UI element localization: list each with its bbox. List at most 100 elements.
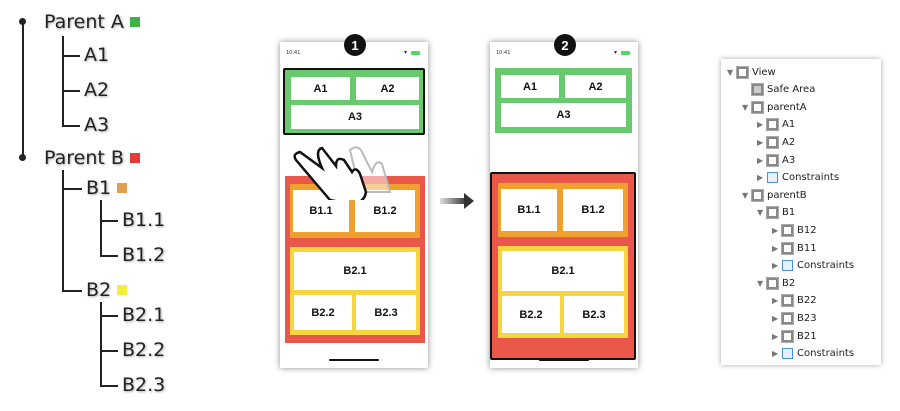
constraints-icon [782, 260, 793, 272]
home-indicator [539, 358, 589, 361]
disclosure-open-icon[interactable]: ▼ [742, 102, 749, 112]
box-b2-1[interactable]: B2.1 [502, 251, 624, 291]
hierarchy-row[interactable]: Safe Area [742, 82, 815, 98]
disclosure-closed-icon[interactable]: ▶ [772, 296, 779, 306]
disclosure-closed-icon[interactable]: ▶ [757, 137, 764, 147]
hierarchy-row-label: B22 [797, 295, 817, 307]
home-indicator [329, 358, 379, 361]
box-a1[interactable]: A1 [501, 75, 559, 98]
view-icon [766, 153, 779, 167]
hierarchy-row-label: View [752, 66, 776, 78]
box-a3[interactable]: A3 [501, 103, 626, 127]
box-a3[interactable]: A3 [291, 105, 419, 129]
node-b1-2: B1.2 [122, 244, 166, 266]
box-b1-1[interactable]: B1.1 [501, 189, 557, 231]
hierarchy-row[interactable]: ▶A3 [757, 152, 795, 168]
box-a2[interactable]: A2 [565, 75, 626, 98]
node-a3: A3 [84, 114, 110, 136]
hierarchy-row-label: parentA [767, 101, 807, 113]
box-b2-2[interactable]: B2.2 [502, 296, 560, 333]
hierarchy-row[interactable]: ▶ Constraints [772, 346, 854, 362]
view-icon [766, 276, 779, 290]
parent-b-view[interactable]: B1.1 B1.2 B2.1 B2.2 B2.3 [490, 172, 636, 360]
node-a1: A1 [84, 44, 110, 66]
box-b2-3[interactable]: B2.3 [564, 296, 624, 333]
hierarchy-row-label: Constraints [782, 172, 840, 184]
disclosure-closed-icon[interactable]: ▶ [772, 349, 779, 359]
hierarchy-row-label: Constraints [797, 348, 855, 360]
disclosure-open-icon[interactable]: ▼ [757, 208, 764, 218]
hierarchy-row-label: B21 [797, 330, 817, 342]
bullet [19, 18, 26, 25]
b2-view[interactable]: B2.1 B2.2 B2.3 [498, 246, 628, 338]
box-b1-2[interactable]: B1.2 [563, 189, 623, 231]
disclosure-closed-icon[interactable]: ▶ [772, 261, 779, 271]
disclosure-closed-icon[interactable]: ▶ [757, 120, 764, 130]
b1-view[interactable]: B1.1 B1.2 [290, 184, 420, 238]
drag-hand-icon [293, 146, 392, 200]
battery-icon [411, 51, 420, 55]
view-icon [766, 206, 779, 220]
view-icon [781, 311, 794, 325]
box-a1[interactable]: A1 [291, 77, 350, 100]
parent-a-view[interactable]: A1 A2 A3 [283, 68, 425, 135]
disclosure-closed-icon[interactable]: ▶ [772, 313, 779, 323]
b2-view[interactable]: B2.1 B2.2 B2.3 [290, 247, 420, 335]
box-b2-3[interactable]: B2.3 [356, 295, 416, 330]
disclosure-open-icon[interactable]: ▼ [742, 190, 749, 200]
hierarchy-row[interactable]: ▶ Constraints [772, 258, 854, 274]
green-swatch [129, 17, 140, 27]
disclosure-open-icon[interactable]: ▼ [757, 278, 764, 288]
disclosure-closed-icon[interactable]: ▶ [757, 155, 764, 165]
hierarchy-row[interactable]: ▼ B1 [757, 205, 795, 221]
view-icon [781, 241, 794, 255]
node-b2-3: B2.3 [122, 374, 166, 396]
parent-b-label: Parent B [44, 147, 140, 169]
disclosure-open-icon[interactable]: ▼ [727, 67, 734, 77]
node-b1-1: B1.1 [122, 209, 166, 231]
hierarchy-row-label: B11 [797, 242, 817, 254]
parent-b-view[interactable]: B1.1 B1.2 B2.1 B2.2 B2.3 [285, 176, 425, 343]
hierarchy-row[interactable]: ▼ View [727, 64, 776, 80]
node-b2: B2 [86, 279, 128, 301]
disclosure-closed-icon[interactable]: ▶ [772, 243, 779, 253]
hierarchy-row[interactable]: ▶A1 [757, 117, 795, 133]
step-badge: 1 [344, 34, 366, 56]
hierarchy-row[interactable]: ▶ Constraints [757, 170, 839, 186]
parent-a-label: Parent A [44, 11, 140, 33]
disclosure-closed-icon[interactable]: ▶ [772, 225, 779, 235]
step-badge: 2 [554, 34, 576, 56]
hierarchy-row[interactable]: ▶ B23 [772, 310, 817, 326]
box-b2-1[interactable]: B2.1 [294, 252, 416, 290]
hierarchy-row-label: B12 [797, 224, 817, 236]
view-icon [736, 65, 749, 79]
hierarchy-row-label: B23 [797, 312, 817, 324]
disclosure-closed-icon[interactable]: ▶ [757, 173, 764, 183]
hierarchy-row[interactable]: ▼ parentA [742, 99, 807, 115]
constraints-icon [767, 172, 778, 184]
hierarchy-row[interactable]: ▼parentB [742, 187, 807, 203]
view-icon [781, 329, 794, 343]
hierarchy-row[interactable]: ▶A2 [757, 134, 795, 150]
parent-a-view[interactable]: A1 A2 A3 [495, 68, 632, 133]
phone-step-1: 10:41 ▾ A1 A2 A3 B1.1 B1.2 B2.1 B2.2 B2.… [280, 42, 428, 368]
view-icon [766, 135, 779, 149]
box-b2-2[interactable]: B2.2 [294, 295, 352, 330]
node-b2-1: B2.1 [122, 304, 166, 326]
hierarchy-row[interactable]: ▶ B21 [772, 328, 817, 344]
node-b2-2: B2.2 [122, 339, 166, 361]
hierarchy-row[interactable]: ▼B2 [757, 275, 795, 291]
bullet [19, 154, 26, 161]
view-icon [781, 223, 794, 237]
tree-line [22, 22, 24, 158]
hierarchy-row[interactable]: ▶ B12 [772, 222, 817, 238]
hierarchy-row-label: B1 [782, 207, 796, 219]
yellow-swatch [117, 285, 128, 295]
b1-view[interactable]: B1.1 B1.2 [498, 183, 628, 237]
view-icon [751, 100, 764, 114]
box-a2[interactable]: A2 [356, 77, 419, 100]
hierarchy-row[interactable]: ▶ B22 [772, 293, 817, 309]
disclosure-closed-icon[interactable]: ▶ [772, 331, 779, 341]
hierarchy-row-label: Constraints [797, 260, 855, 272]
hierarchy-row[interactable]: ▶ B11 [772, 240, 817, 256]
